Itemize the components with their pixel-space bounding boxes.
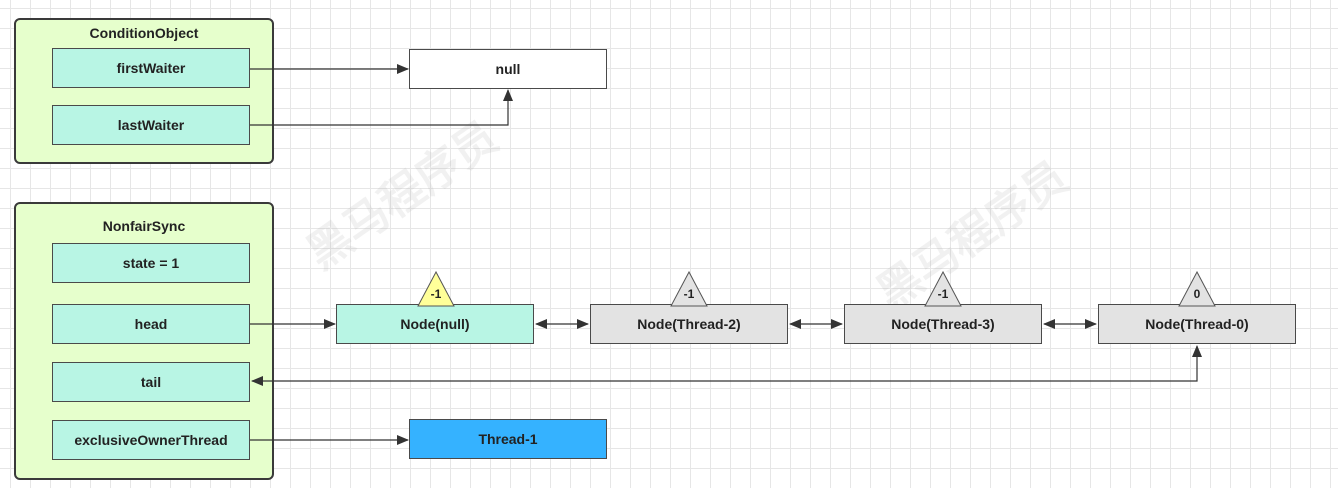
thread-1-box: Thread-1 (409, 419, 607, 459)
nonfair-sync-title: NonfairSync (102, 218, 186, 234)
node-thread-0: Node(Thread-0) (1098, 304, 1296, 344)
wait-status-marker-thread-3: -1 (924, 270, 962, 307)
last-waiter-arrow (250, 89, 513, 126)
node-thread-2: Node(Thread-2) (590, 304, 788, 344)
exclusive-owner-thread-field: exclusiveOwnerThread (52, 420, 250, 460)
condition-object-title: ConditionObject (89, 25, 199, 41)
last-waiter-field: lastWaiter (52, 105, 250, 145)
tail-field: tail (52, 362, 250, 402)
wait-status-label: -1 (431, 287, 442, 301)
wait-status-label: 0 (1194, 287, 1201, 301)
wait-status-label: -1 (938, 287, 949, 301)
head-field: head (52, 304, 250, 344)
node-thread-3: Node(Thread-3) (844, 304, 1042, 344)
wait-status-marker-thread-2: -1 (670, 270, 708, 307)
tail-arrow (251, 345, 1202, 386)
wait-status-marker-node-null: -1 (417, 270, 455, 307)
wait-status-marker-thread-0: 0 (1178, 270, 1216, 307)
null-box: null (409, 49, 607, 89)
wait-status-label: -1 (684, 287, 695, 301)
first-waiter-field: firstWaiter (52, 48, 250, 88)
state-field: state = 1 (52, 243, 250, 283)
